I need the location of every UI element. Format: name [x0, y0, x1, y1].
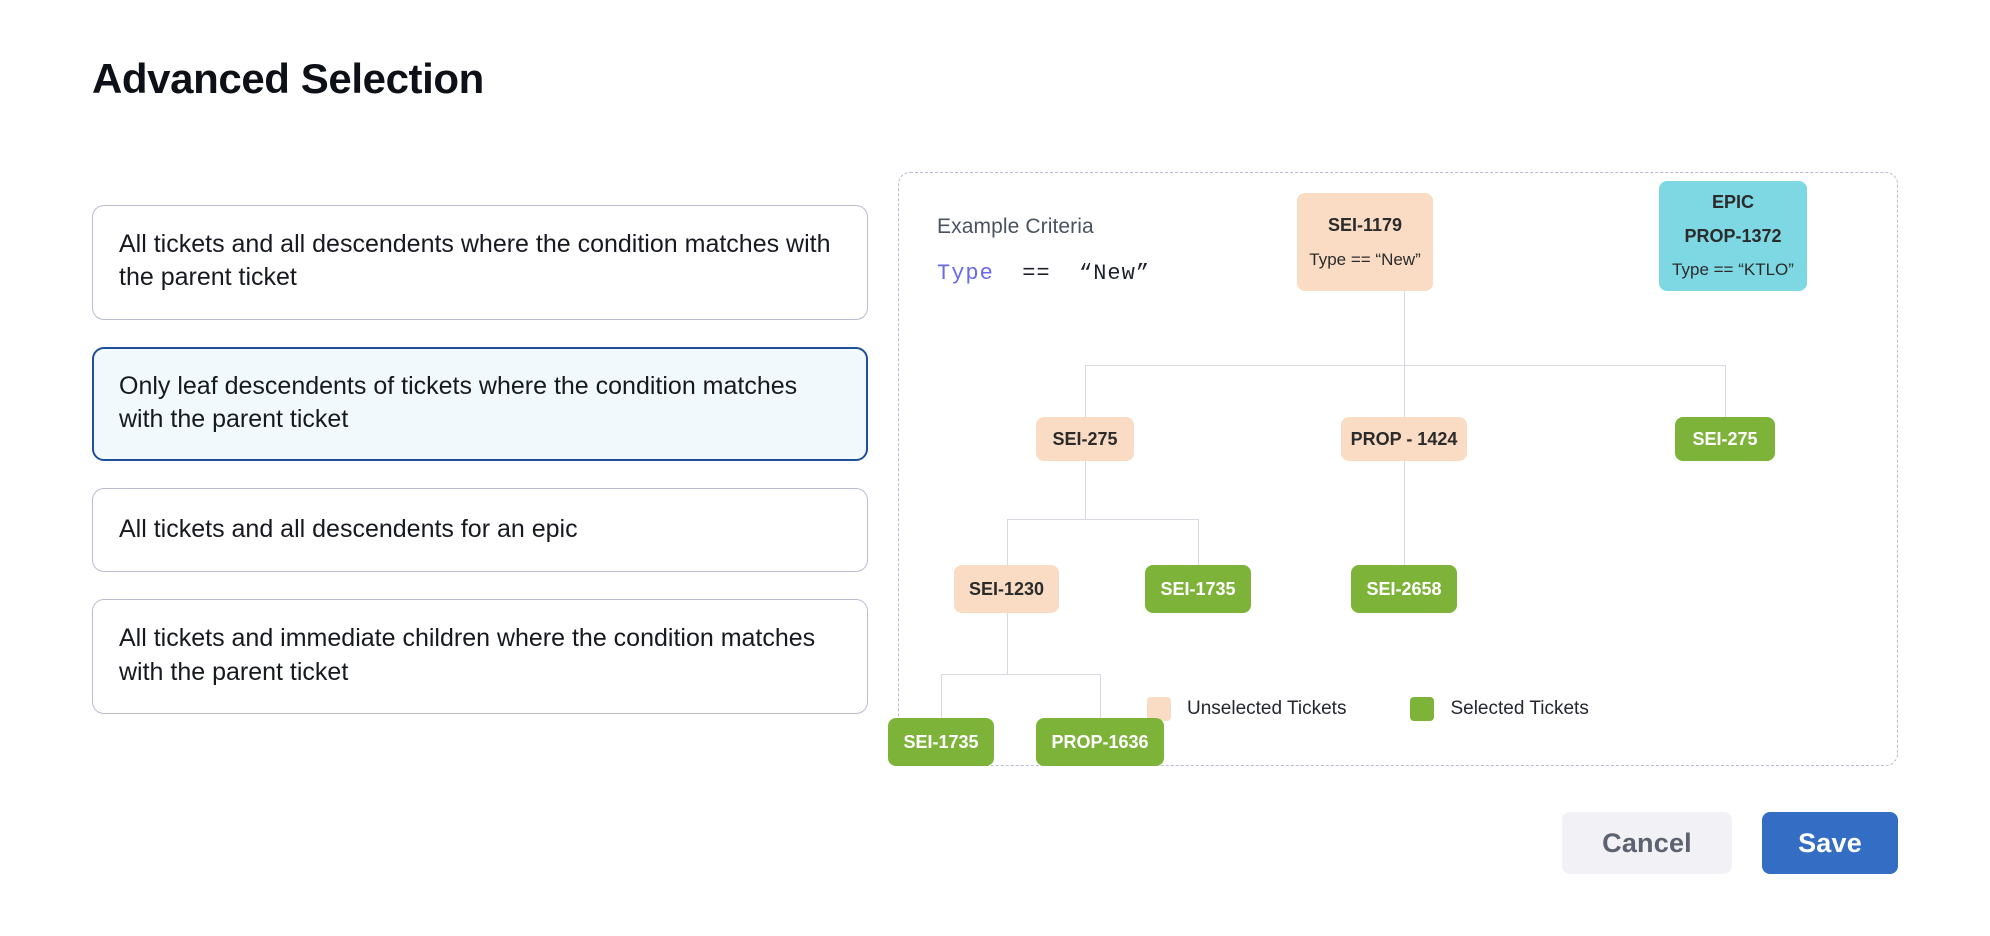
- node-epic-prop-1372[interactable]: EPIC PROP-1372 Type == “KTLO”: [1659, 181, 1807, 291]
- node-epic-id: PROP-1372: [1684, 226, 1782, 246]
- save-button[interactable]: Save: [1762, 812, 1898, 874]
- legend-item-unselected: Unselected Tickets: [1147, 697, 1346, 721]
- option-card-0[interactable]: All tickets and all descendents where th…: [92, 205, 868, 320]
- node-sei-1735-b-id: SEI-1735: [903, 731, 979, 752]
- node-prop-1424-id: PROP - 1424: [1350, 428, 1458, 449]
- option-label-2: All tickets and all descendents for an e…: [119, 515, 578, 543]
- node-sei-275-a[interactable]: SEI-275: [1036, 417, 1134, 461]
- node-sei-1230[interactable]: SEI-1230: [954, 565, 1059, 613]
- selected-swatch-icon: [1410, 697, 1435, 721]
- node-sei-1735-a[interactable]: SEI-1735: [1145, 565, 1251, 613]
- connector-to-sei1230: [1007, 519, 1008, 565]
- legend-label-selected: Selected Tickets: [1450, 698, 1589, 719]
- cancel-button[interactable]: Cancel: [1562, 812, 1732, 874]
- connector-to-sei275b: [1725, 365, 1726, 417]
- option-card-2[interactable]: All tickets and all descendents for an e…: [92, 488, 868, 573]
- node-epic-condition: Type == “KTLO”: [1672, 260, 1794, 279]
- legend-item-selected: Selected Tickets: [1410, 697, 1589, 721]
- legend-label-unselected: Unselected Tickets: [1187, 698, 1347, 719]
- page-title: Advanced Selection: [92, 55, 484, 102]
- option-card-3[interactable]: All tickets and immediate children where…: [92, 599, 868, 714]
- node-sei-275-b[interactable]: SEI-275: [1675, 417, 1775, 461]
- diagram-legend: Unselected Tickets Selected Tickets: [1147, 697, 1589, 721]
- connector-to-sei1735b: [941, 674, 942, 718]
- criteria-code: Type == “New”: [937, 261, 1150, 286]
- connector-prop1424-to-sei2658: [1404, 461, 1405, 565]
- dialog-footer: Cancel Save: [1562, 812, 1898, 874]
- option-label-0: All tickets and all descendents where th…: [119, 230, 831, 292]
- example-diagram-panel: Example Criteria Type == “New” SEI-1179 …: [888, 172, 1898, 766]
- node-sei-1735-a-id: SEI-1735: [1160, 578, 1236, 599]
- criteria-label: Example Criteria: [937, 215, 1094, 238]
- option-label-3: All tickets and immediate children where…: [119, 624, 816, 686]
- node-sei-1179-id: SEI-1179: [1327, 214, 1403, 235]
- criteria-block: Example Criteria Type == “New”: [937, 215, 1150, 286]
- node-epic-label: EPIC: [1711, 192, 1754, 212]
- criteria-value: “New”: [1079, 261, 1151, 286]
- criteria-key: Type: [937, 261, 994, 286]
- node-sei-2658[interactable]: SEI-2658: [1351, 565, 1457, 613]
- connector-to-prop1636: [1100, 674, 1101, 718]
- connector-to-sei275a: [1085, 365, 1086, 417]
- option-label-1: Only leaf descendents of tickets where t…: [119, 371, 798, 433]
- option-list: All tickets and all descendents where th…: [92, 205, 868, 741]
- connector-root-down: [1404, 291, 1405, 365]
- connector-row3-bar: [1007, 519, 1199, 520]
- node-sei-1179[interactable]: SEI-1179 Type == “New”: [1297, 193, 1433, 291]
- node-sei-275-a-id: SEI-275: [1052, 428, 1118, 449]
- connector-row4-bar: [941, 674, 1100, 675]
- connector-to-sei1735a: [1198, 519, 1199, 565]
- option-card-1[interactable]: Only leaf descendents of tickets where t…: [92, 346, 868, 461]
- connector-sei275a-down: [1085, 461, 1086, 519]
- connector-sei1230-down: [1007, 613, 1008, 674]
- node-prop-1424[interactable]: PROP - 1424: [1341, 417, 1467, 461]
- node-sei-2658-id: SEI-2658: [1366, 578, 1442, 599]
- node-sei-275-b-id: SEI-275: [1692, 428, 1758, 449]
- node-sei-1179-condition: Type == “New”: [1309, 249, 1421, 269]
- node-prop-1636[interactable]: PROP-1636: [1036, 718, 1164, 766]
- connector-row2-bar: [1085, 365, 1725, 366]
- node-prop-1636-id: PROP-1636: [1051, 731, 1149, 752]
- node-sei-1735-b[interactable]: SEI-1735: [888, 718, 994, 766]
- connector-to-prop1424: [1404, 365, 1405, 417]
- unselected-swatch-icon: [1147, 697, 1171, 721]
- node-sei-1230-id: SEI-1230: [968, 578, 1045, 599]
- criteria-operator: ==: [1022, 261, 1051, 286]
